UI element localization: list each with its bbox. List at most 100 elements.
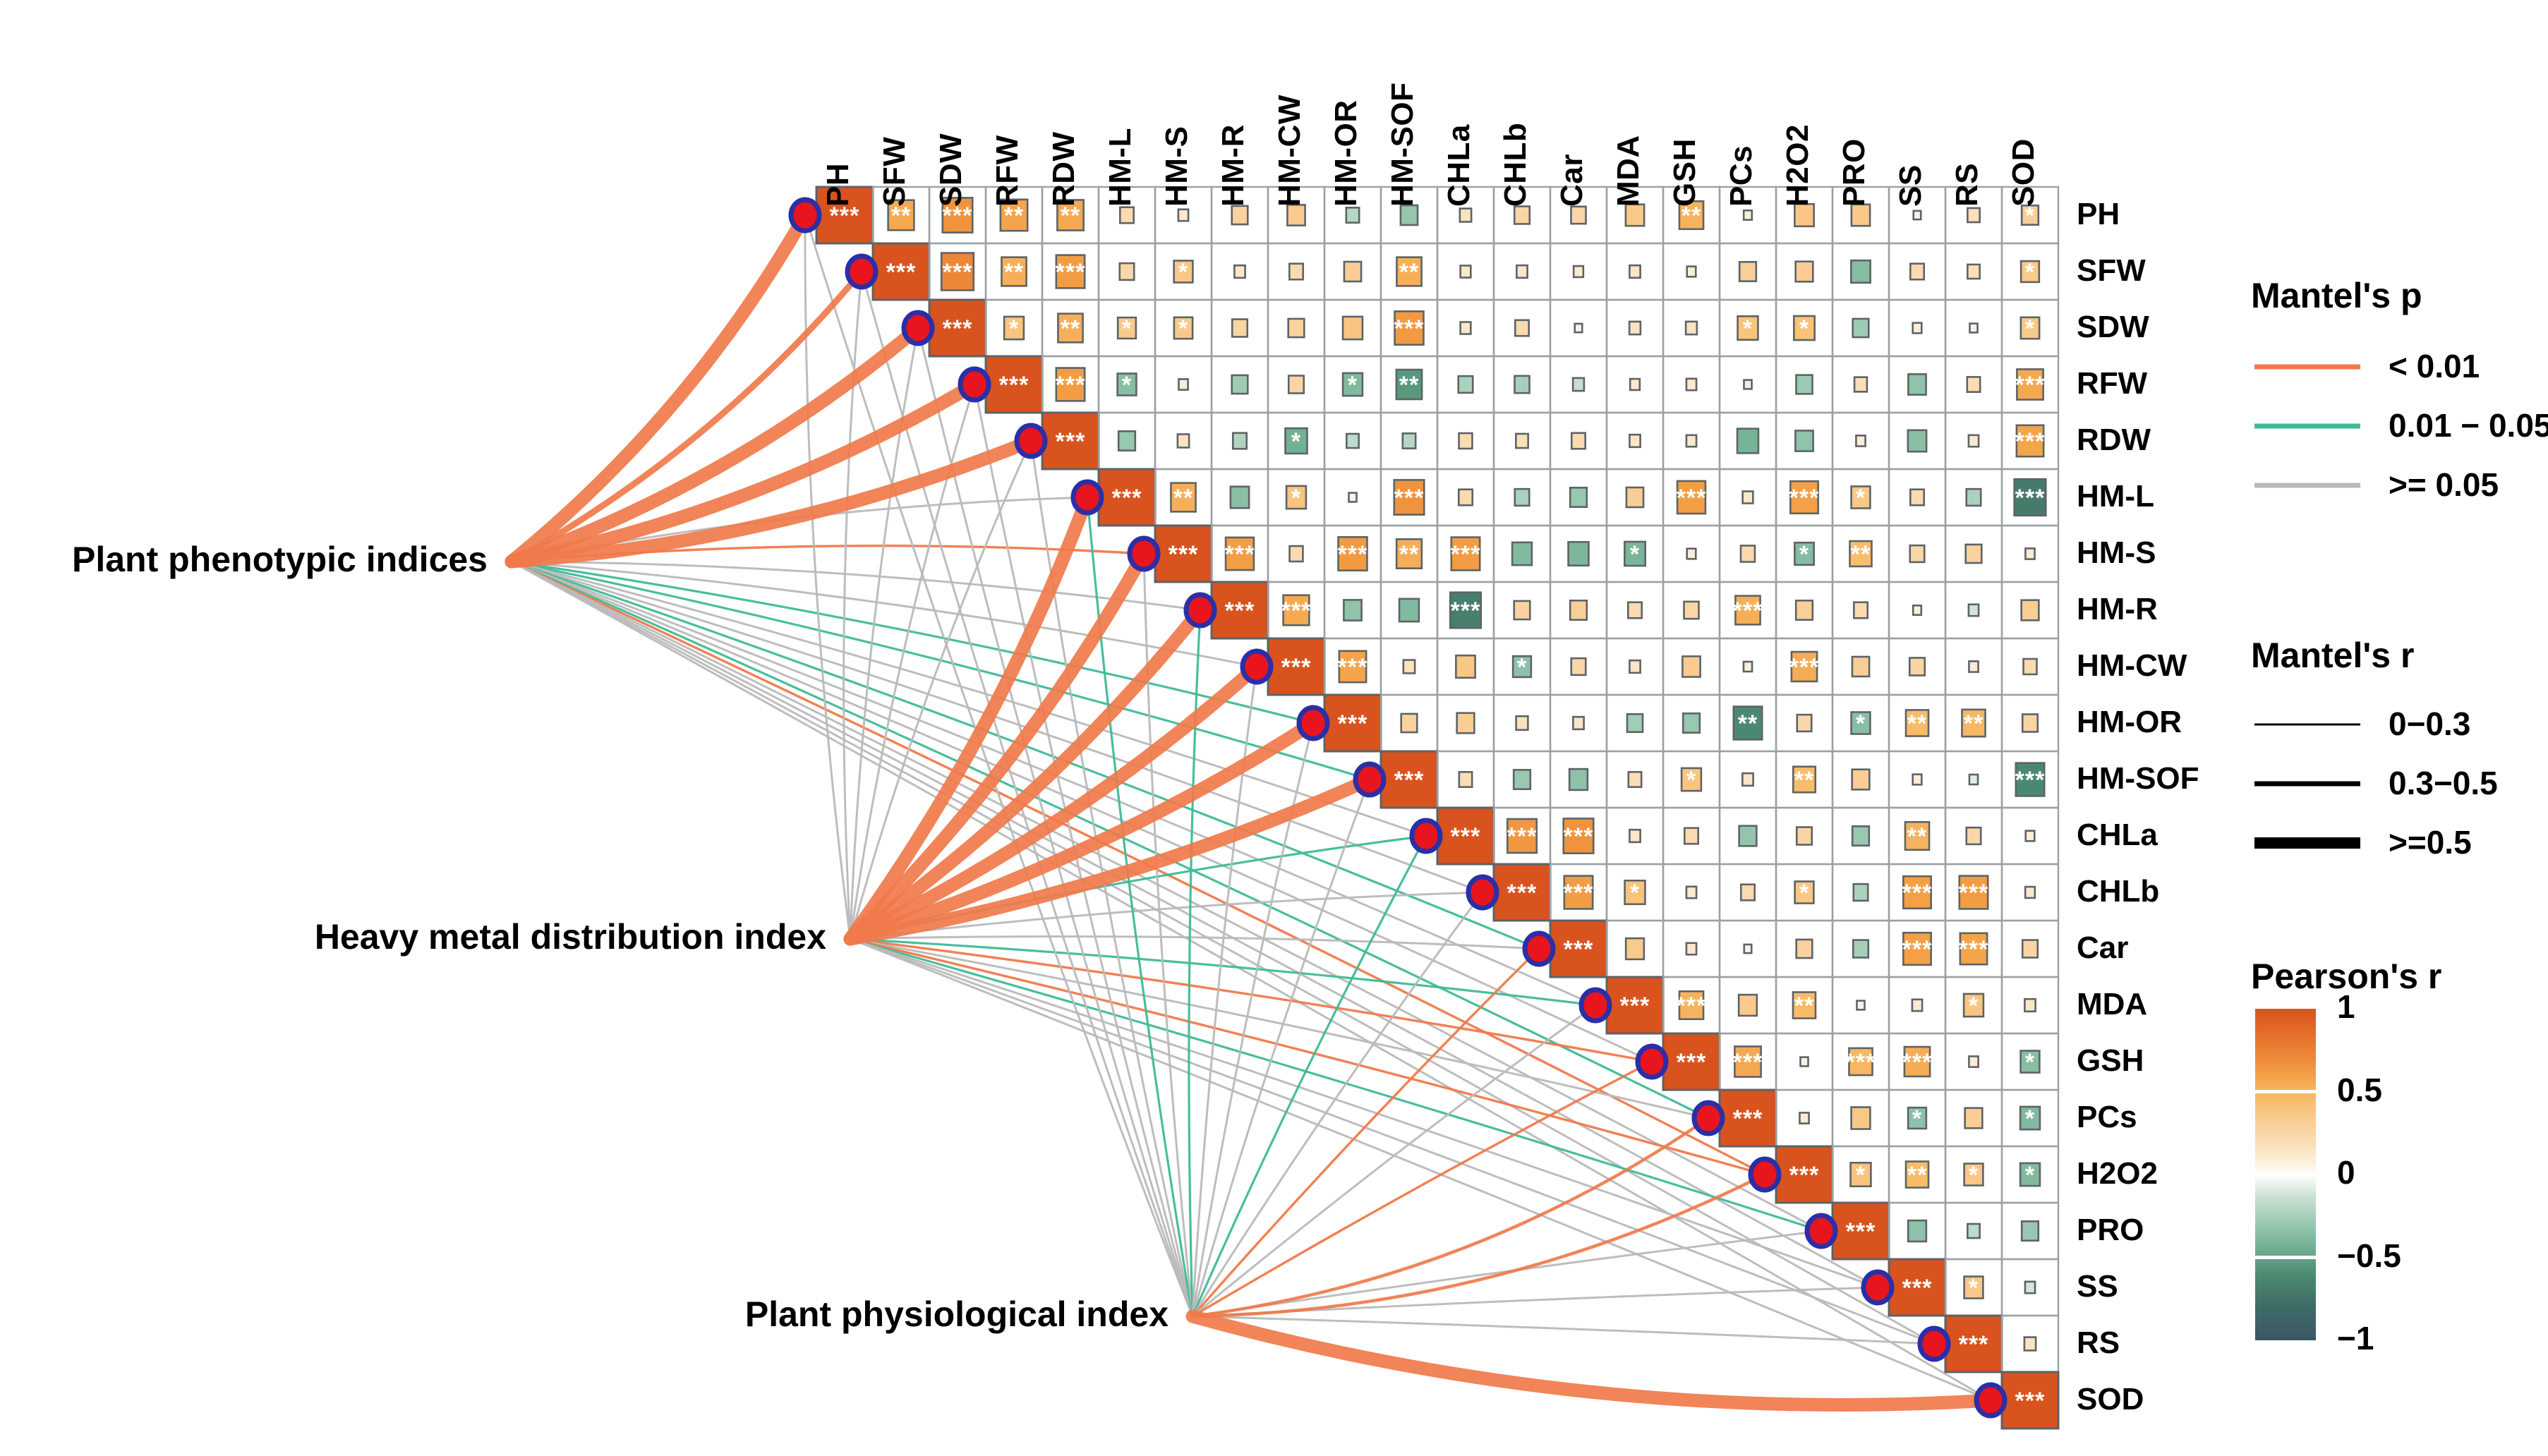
row-label-hm-or: HM-OR xyxy=(2077,705,2182,739)
matrix-cell-glyph xyxy=(1851,825,1871,847)
matrix-cell-glyph xyxy=(1736,427,1760,454)
matrix-cell-glyph xyxy=(1912,210,1922,221)
matrix-cell-glyph xyxy=(1231,432,1248,450)
matrix-cell-glyph xyxy=(1850,711,1871,735)
significance-stars: *** xyxy=(1394,485,1425,511)
matrix-cell-glyph xyxy=(1436,806,1495,866)
matrix-cell-glyph xyxy=(1909,544,1926,564)
matrix-cell-glyph xyxy=(1117,430,1137,451)
matrix-cell-glyph xyxy=(1450,536,1481,571)
matrix-cell-glyph xyxy=(1287,317,1305,339)
significance-stars: *** xyxy=(1620,993,1650,1019)
matrix-cell-glyph xyxy=(1850,485,1871,509)
matrix-cell-glyph xyxy=(1852,317,1870,339)
significance-stars: *** xyxy=(943,315,973,342)
significance-stars: ** xyxy=(1907,1162,1927,1189)
row-label-rfw: RFW xyxy=(2077,366,2148,401)
significance-stars: ** xyxy=(1794,767,1814,794)
matrix-cell-glyph xyxy=(1794,430,1814,452)
significance-stars: * xyxy=(1291,428,1301,455)
matrix-cell-glyph xyxy=(1459,321,1472,335)
significance-stars: * xyxy=(1799,880,1809,906)
significance-stars: *** xyxy=(1169,541,1199,568)
mantel-edge xyxy=(510,560,1936,1345)
significance-stars: *** xyxy=(1733,597,1763,624)
matrix-cell-glyph xyxy=(1177,208,1190,222)
mantel-edge xyxy=(510,560,1427,837)
diagonal-node xyxy=(1070,479,1104,516)
matrix-cell-glyph xyxy=(1686,265,1697,278)
significance-stars: * xyxy=(1912,1105,1922,1132)
mantel-edge-significant xyxy=(1190,1116,1710,1318)
matrix-cell-glyph xyxy=(1790,650,1818,683)
matrix-cell-glyph xyxy=(1402,659,1416,674)
significance-stars: *** xyxy=(1902,936,1933,963)
matrix-cell-glyph xyxy=(1902,875,1932,910)
matrix-cell-glyph xyxy=(1210,581,1269,640)
matrix-cell-glyph xyxy=(1629,659,1641,674)
row-label-hm-r: HM-R xyxy=(2077,592,2158,626)
matrix-cell-glyph xyxy=(1912,773,1923,786)
matrix-cell-glyph xyxy=(1625,486,1645,509)
node-label-phenotypic: Plant phenotypic indices xyxy=(72,540,488,579)
matrix-cell-glyph xyxy=(2015,762,2046,797)
significance-stars: ** xyxy=(1004,259,1024,286)
row-label-car: Car xyxy=(2077,930,2129,965)
matrix-cell-glyph xyxy=(1400,712,1418,734)
diagonal-node xyxy=(1804,1213,1838,1249)
matrix-cell-glyph xyxy=(1737,993,1758,1017)
matrix-cell-glyph xyxy=(1676,480,1707,515)
matrix-cell-glyph xyxy=(1629,828,1641,844)
matrix-cell-glyph xyxy=(1849,540,1873,568)
mantel-edge-significant xyxy=(505,208,812,569)
matrix-cell-glyph xyxy=(1852,882,1869,902)
matrix-cell-glyph xyxy=(1684,320,1698,336)
mantel-r-item-2-label: >=0.5 xyxy=(2389,824,2472,861)
matrix-cell-glyph xyxy=(1685,377,1698,392)
significance-stars: ** xyxy=(891,202,911,229)
significance-stars: *** xyxy=(1846,1049,1876,1076)
significance-stars: ** xyxy=(1738,710,1758,737)
matrix-cell-glyph xyxy=(1627,771,1643,788)
significance-stars: *** xyxy=(1056,372,1086,399)
matrix-cell-glyph xyxy=(1681,655,1701,678)
matrix-cell-glyph xyxy=(1912,605,1923,616)
matrix-cell-glyph xyxy=(1850,1106,1871,1130)
significance-stars: * xyxy=(1517,654,1527,681)
significance-stars: ** xyxy=(1061,202,1080,229)
matrix-cell-glyph xyxy=(1794,202,1815,228)
matrix-cell-glyph xyxy=(940,252,975,291)
significance-stars: ** xyxy=(1061,315,1080,342)
significance-stars: ** xyxy=(1399,372,1419,399)
matrix-cell-glyph xyxy=(1680,767,1703,792)
matrix-cell-glyph xyxy=(1967,263,1981,280)
diagonal-node xyxy=(958,366,991,403)
significance-stars: *** xyxy=(1451,597,1481,624)
row-label-hm-l: HM-L xyxy=(2077,479,2154,514)
pearson-colorbar xyxy=(2255,1009,2316,1340)
matrix-cell-glyph xyxy=(1796,713,1813,733)
mantel-edge-significant xyxy=(843,772,1377,946)
matrix-cell-glyph xyxy=(1457,375,1474,394)
matrix-cell-glyph xyxy=(1514,375,1530,394)
matrix-cell-glyph xyxy=(1958,875,1989,910)
significance-stars: *** xyxy=(1677,993,1707,1019)
significance-stars: *** xyxy=(1789,1162,1820,1189)
matrix-cell-glyph xyxy=(1506,818,1538,854)
matrix-cell-glyph xyxy=(1856,1000,1866,1011)
significance-stars: *** xyxy=(943,259,973,286)
matrix-cell-glyph xyxy=(1792,991,1817,1019)
matrix-cell-glyph xyxy=(1569,600,1588,621)
matrix-cell-glyph xyxy=(1628,320,1642,336)
mantel-edge xyxy=(510,560,1202,612)
row-label-hm-s: HM-S xyxy=(2077,535,2156,570)
significance-stars: * xyxy=(2025,315,2035,342)
mantel-edge xyxy=(510,560,1371,781)
significance-stars: *** xyxy=(1677,485,1707,511)
matrix-cell-glyph xyxy=(1571,377,1586,392)
matrix-cell-glyph xyxy=(1967,434,1980,448)
diagonal-node xyxy=(1635,1043,1669,1080)
matrix-cell-glyph xyxy=(1514,487,1530,507)
